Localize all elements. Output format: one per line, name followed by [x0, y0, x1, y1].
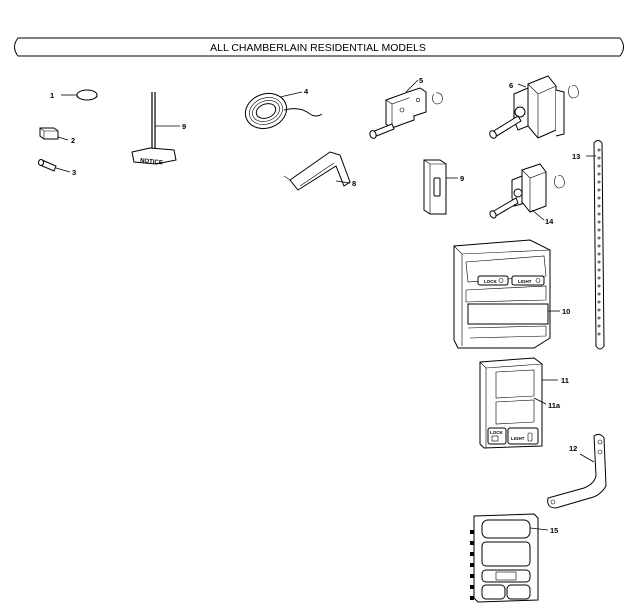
strap-hole [597, 316, 601, 320]
remote-side-ticks [470, 530, 474, 600]
callout-1: 1 [50, 91, 54, 100]
remote-tick [470, 585, 474, 589]
title-banner: ALL CHAMBERLAIN RESIDENTIAL MODELS [14, 37, 624, 57]
part-9-push-button: 9 [423, 159, 464, 215]
part-1-cap: 1 [50, 89, 98, 101]
remote-tick [470, 574, 474, 578]
door-lock-label: LOCK [490, 430, 503, 435]
part-10-control-panel: LOCK LIGHT 10 [453, 239, 570, 349]
callout-8: 8 [352, 179, 356, 188]
callout-2: 2 [71, 136, 75, 145]
callout-10: 10 [562, 307, 570, 316]
part-9-notice-tag: NOTICE 9 [131, 92, 186, 166]
door-light-label: LIGHT [511, 436, 525, 441]
strap-hole [597, 276, 601, 280]
strap-hole [597, 292, 601, 296]
strap-hole [597, 156, 601, 160]
remote-tick [470, 563, 474, 567]
callout-11: 11 [561, 376, 569, 385]
remote-tick [470, 552, 474, 556]
strap-hole [597, 284, 601, 288]
banner-title: ALL CHAMBERLAIN RESIDENTIAL MODELS [210, 42, 426, 54]
strap-hole [597, 324, 601, 328]
part-2-block: 2 [39, 127, 75, 145]
callout-15: 15 [550, 526, 558, 535]
callout-11a: 11a [548, 401, 561, 410]
callout-5: 5 [419, 76, 423, 85]
strap-hole [597, 252, 601, 256]
remote-tick [470, 530, 474, 534]
strap-hole [597, 220, 601, 224]
remote-tick [470, 596, 474, 600]
strap-hole [597, 228, 601, 232]
callout-3: 3 [72, 168, 76, 177]
strap-hole [597, 260, 601, 264]
part-11-door-control: LOCK LIGHT 11 11a [479, 357, 569, 449]
part-4-wire-coil: 4 [244, 87, 323, 130]
part-5-bracket: 5 [369, 76, 443, 139]
panel-lock-label: LOCK [484, 279, 497, 284]
strap-hole [597, 300, 601, 304]
strap-holes [597, 148, 601, 336]
part-8-clip: 8 [283, 151, 356, 191]
strap-hole [597, 212, 601, 216]
callout-6: 6 [509, 81, 513, 90]
panel-light-label: LIGHT [518, 279, 532, 284]
callout-14: 14 [545, 217, 554, 226]
part-3-anchor: 3 [38, 159, 76, 177]
part-15-remote: 15 [470, 513, 558, 603]
strap-hole [597, 148, 601, 152]
strap-hole [597, 164, 601, 168]
strap-hole [597, 196, 601, 200]
strap-hole [597, 204, 601, 208]
callout-9-left: 9 [182, 122, 186, 131]
strap-hole [597, 244, 601, 248]
strap-hole [597, 308, 601, 312]
part-14-door-bracket: 14 [489, 163, 565, 226]
strap-hole [597, 268, 601, 272]
part-6-trolley-bracket: 6 [489, 75, 579, 139]
strap-hole [597, 236, 601, 240]
strap-hole [597, 332, 601, 336]
remote-tick [470, 541, 474, 545]
strap-hole [597, 180, 601, 184]
notice-label: NOTICE [140, 158, 163, 166]
callout-12: 12 [569, 444, 577, 453]
callout-9-right: 9 [460, 174, 464, 183]
strap-hole [597, 172, 601, 176]
callout-13: 13 [572, 152, 580, 161]
callout-4: 4 [304, 87, 309, 96]
part-13-strap: 13 [572, 140, 605, 350]
strap-hole [597, 188, 601, 192]
part-12-bent-arm: 12 [547, 433, 607, 509]
